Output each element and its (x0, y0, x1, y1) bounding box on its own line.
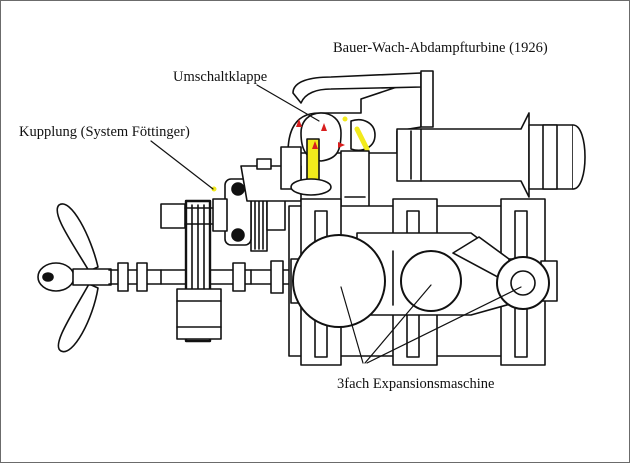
propeller (37, 203, 112, 353)
label-turbine: Bauer-Wach-Abdampfturbine (1926) (333, 40, 548, 56)
leader-lines (150, 84, 522, 364)
cylinders (292, 234, 550, 328)
foettinger-coupling (211, 178, 252, 246)
exhaust-pipe (396, 112, 586, 198)
label-coupling: Kupplung (System Föttinger) (19, 124, 190, 140)
label-expansion-engine: 3fach Expansionsmaschine (337, 376, 495, 392)
label-switching-flap: Umschaltklappe (173, 69, 268, 85)
steam-pipe (340, 150, 370, 216)
turbine-casing (280, 70, 434, 196)
